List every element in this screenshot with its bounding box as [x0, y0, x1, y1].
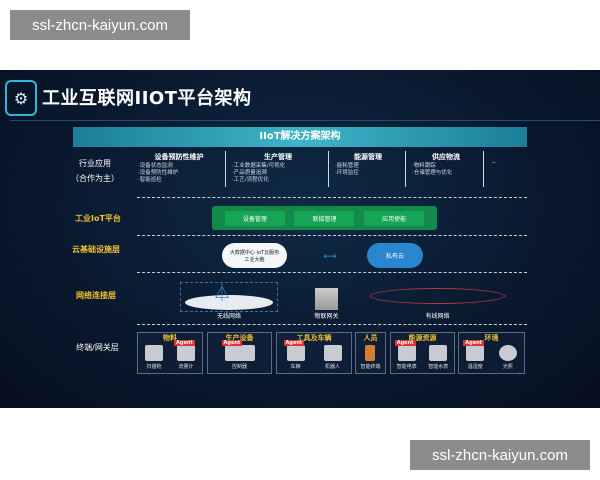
electric-meter-icon: Agent: [394, 340, 416, 361]
public-cloud: 大数据中心 IoT云服务 工业大脑: [222, 243, 287, 268]
flowmeter-icon: Agent: [174, 340, 195, 361]
platform-box: 设备管理 联接管理 应用使能: [212, 206, 437, 230]
app-column: 供应物流 ·物料跟踪·仓储管理与优化: [412, 153, 460, 176]
divider: [328, 151, 329, 187]
bidirectional-arrow-icon: ⟷: [323, 252, 337, 262]
header-bar: IIoT解决方案架构: [73, 127, 527, 147]
layer-cloud-label: 云基础设施层: [72, 245, 120, 254]
connection-management-button: 联接管理: [294, 210, 355, 226]
divider: [405, 151, 406, 187]
layer-app-sub: （合作为主）: [71, 174, 119, 183]
layer-platform-label: 工业IoT平台: [75, 214, 121, 223]
humidity-sensor-icon: Agent: [463, 340, 485, 361]
layer-network-label: 网络连接层: [76, 291, 116, 300]
watermark-top: ssl-zhcn-kaiyun.com: [10, 10, 190, 40]
controller-icon: Agent: [221, 340, 255, 361]
app-enablement-button: 应用使能: [364, 210, 425, 226]
logo-icon: ⚙: [5, 80, 37, 116]
vehicle-icon: Agent: [283, 340, 305, 361]
frame-line: [10, 120, 600, 122]
gateway-icon: [315, 288, 338, 310]
layer-app-label: 行业应用: [79, 159, 111, 168]
app-column: 设备预防性维护 ·设备状态监测·设备预防性维护·智能巡检: [138, 153, 204, 183]
robot-icon: [323, 345, 342, 361]
device-management-button: 设备管理: [224, 210, 285, 226]
wired-ring-icon: [370, 288, 505, 304]
wired-label: 有线网络: [425, 313, 450, 320]
private-cloud: 私有云: [367, 243, 423, 268]
divider: [225, 151, 226, 187]
smart-terminal-icon: [365, 345, 376, 361]
gateway-label: 物联网关: [314, 313, 339, 320]
tower-icon: ⏃: [213, 283, 231, 304]
watermark-bottom: ssl-zhcn-kaiyun.com: [410, 440, 590, 470]
app-column: 生产管理 ·工业数据采集/可视化·产品质量追溯·工艺/流程优化: [232, 153, 292, 183]
dashed-separator: [137, 272, 527, 273]
light-sensor-icon: [498, 345, 517, 361]
app-column: 能源管理 ·能耗管理·环境监控: [335, 153, 382, 176]
wireless-area: ⏃: [180, 282, 278, 312]
terminal-group: 人员 智能终端: [355, 332, 386, 374]
dashed-separator: [137, 197, 527, 198]
water-meter-icon: [429, 345, 448, 361]
divider: [483, 151, 484, 187]
scanner-icon: [145, 345, 163, 361]
dashed-separator: [137, 235, 527, 236]
layer-terminal-label: 终端/网关层: [76, 343, 119, 352]
dashed-separator: [137, 324, 527, 325]
architecture-slide: ⚙ 工业互联网IIOT平台架构 IIoT解决方案架构 行业应用 （合作为主） 设…: [0, 70, 600, 408]
slide-title: 工业互联网IIOT平台架构: [42, 88, 252, 109]
wireless-label: 无线网络: [216, 313, 241, 320]
more-indicator: –: [492, 158, 496, 166]
